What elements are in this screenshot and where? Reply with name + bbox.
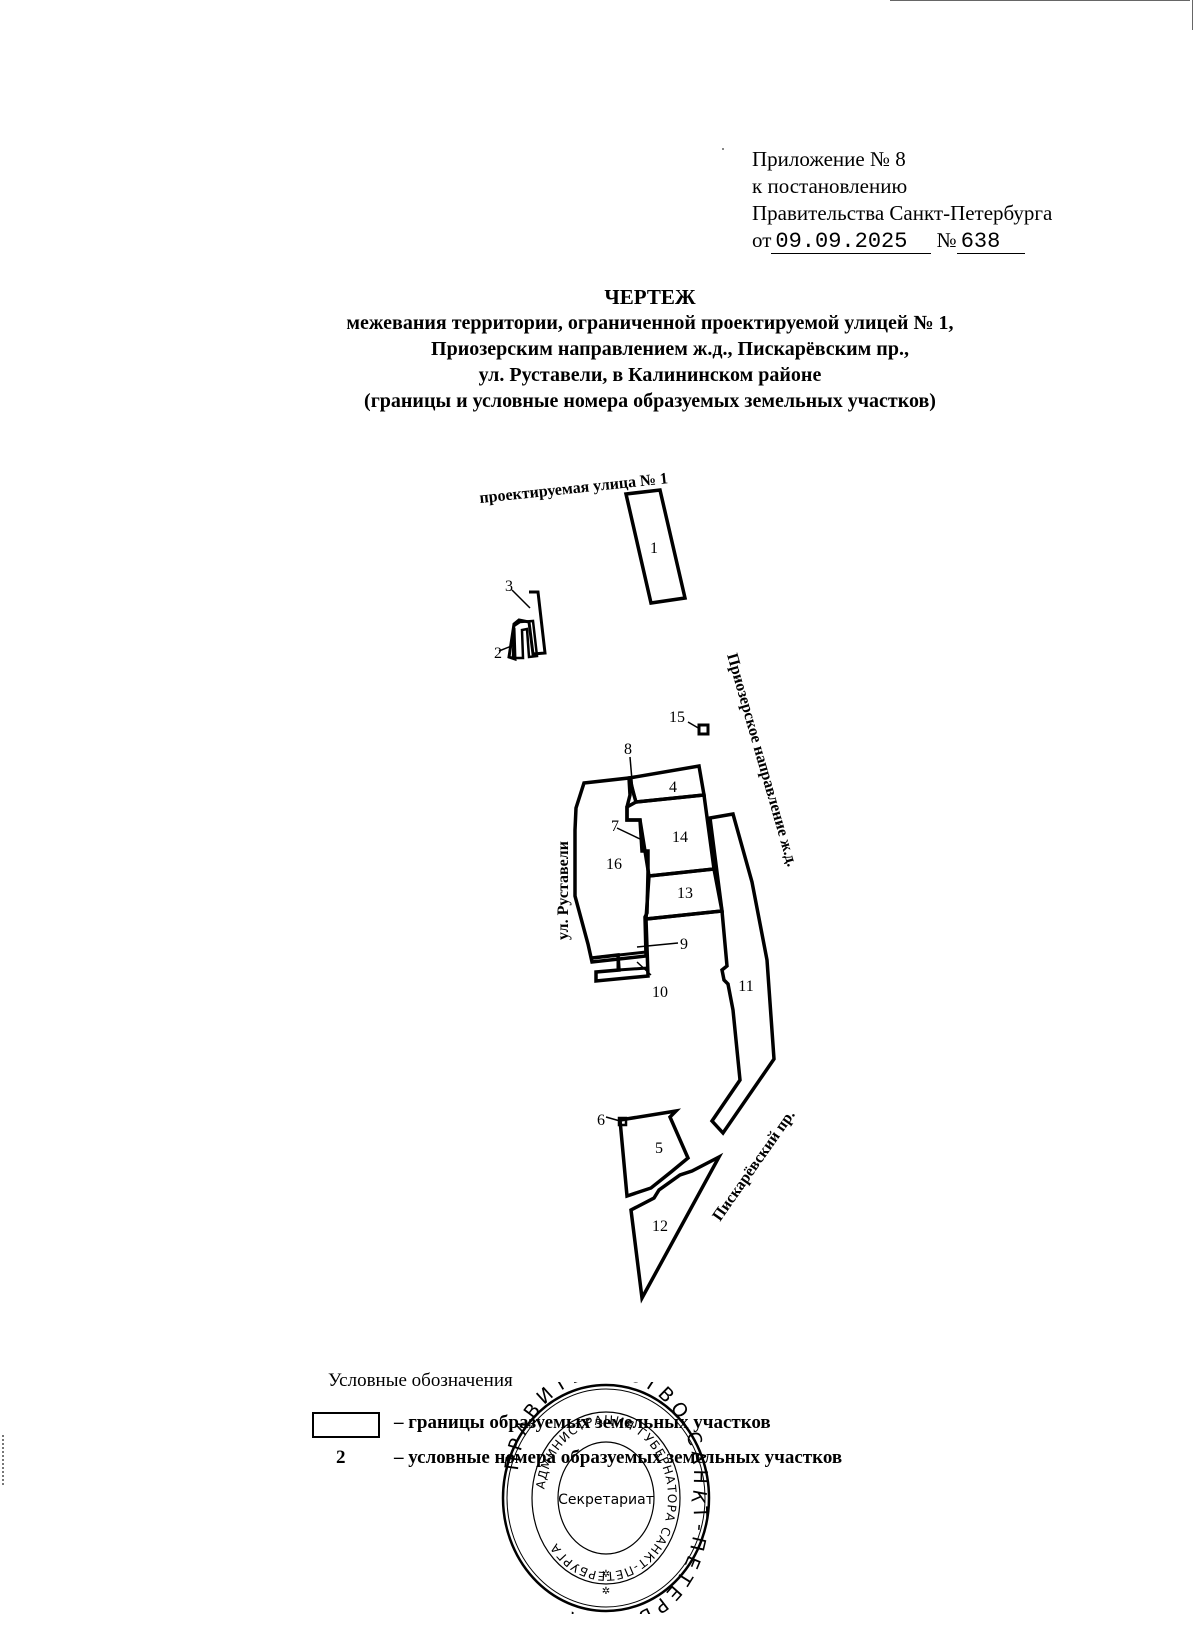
date-field: 09.09.2025 <box>771 229 932 254</box>
legend-number-desc: – условные номера образуемых земельных у… <box>394 1447 843 1468</box>
official-seal-stamp: ПРАВИТЕЛЬСТВО САНКТ-ПЕТЕРБУРГА АДМИНИСТР… <box>501 1382 711 1614</box>
parcel-9-divider <box>591 950 647 960</box>
parcel-label-2: 2 <box>494 645 502 662</box>
scan-dot <box>722 148 724 150</box>
appendix-to-resolution: к постановлению <box>752 174 908 198</box>
parcel-label-15: 15 <box>669 709 685 726</box>
parcel-label-11: 11 <box>738 978 753 995</box>
boundary-symbol-icon <box>312 1412 380 1438</box>
parcel-5-boundary <box>618 1108 691 1199</box>
parcel-label-14: 14 <box>672 829 688 846</box>
parcel-6-boundary <box>617 1116 628 1127</box>
label-piskarevsky: Пискарёвский пр. <box>709 1107 798 1224</box>
title-line-2: Приозерским направлением ж.д., Пискарёвс… <box>431 338 909 360</box>
stamp-star-icon-2: ✲ <box>602 1586 610 1597</box>
leader-8 <box>629 756 634 793</box>
parcel-12-boundary <box>629 1152 724 1304</box>
page-frame-right-border <box>1192 0 1194 30</box>
number-prefix: № <box>936 228 957 252</box>
label-railway: Приозерское направление ж.д. <box>723 651 800 868</box>
legend-number-sample: 2 <box>336 1447 346 1468</box>
parcel-label-16: 16 <box>606 856 622 873</box>
parcel-label-9: 9 <box>680 936 688 953</box>
stamp-star-icon: ✲ <box>602 1569 610 1580</box>
parcel-label-1: 1 <box>650 540 658 557</box>
parcel-10-boundary <box>616 955 649 972</box>
parcel-14-boundary <box>625 793 716 878</box>
appendix-government: Правительства Санкт-Петербурга <box>752 201 1053 225</box>
leader-2 <box>498 644 515 652</box>
parcel-label-8: 8 <box>624 741 632 758</box>
appendix-number: Приложение № 8 <box>752 147 906 171</box>
leader-7 <box>616 827 641 840</box>
title-line-3: ул. Руставели, в Калининском районе <box>478 364 822 386</box>
parcel-label-10: 10 <box>652 984 668 1001</box>
parcel-2-boundary <box>511 619 539 660</box>
leader-15 <box>687 721 701 730</box>
parcel-label-3: 3 <box>505 578 513 595</box>
stamp-center-text: Секретариат <box>558 1492 654 1508</box>
number-field: 638 <box>956 229 1025 254</box>
date-prefix: от <box>752 228 772 252</box>
leader-10 <box>636 961 652 976</box>
title-heading: ЧЕРТЕЖ <box>604 285 696 309</box>
parcel-15-boundary <box>697 723 710 736</box>
parcel-9-10-boundary <box>591 909 723 983</box>
label-projected-street: проектируемая улица № 1 <box>479 470 669 507</box>
parcel-label-4: 4 <box>669 779 677 796</box>
leader-9 <box>636 942 679 948</box>
title-line-1: межевания территории, ограниченной проек… <box>346 312 954 334</box>
parcel-label-6: 6 <box>597 1112 605 1129</box>
title-line-4: (границы и условные номера образуемых зе… <box>364 390 936 412</box>
label-rustaveli: ул. Руставели <box>555 841 572 940</box>
page-frame-top-border <box>890 0 1190 2</box>
parcel-label-13: 13 <box>677 885 693 902</box>
leader-6 <box>605 1116 621 1122</box>
parcel-label-7: 7 <box>611 818 619 835</box>
leader-3 <box>511 589 531 609</box>
number-value: 638 <box>960 229 1001 254</box>
scan-edge-mark <box>2 1435 6 1485</box>
date-value: 09.09.2025 <box>775 229 908 254</box>
appendix-header: Приложение № 8 к постановлению Правитель… <box>752 146 1052 254</box>
parcel-label-5: 5 <box>655 1140 663 1157</box>
legend-title: Условные обозначения <box>328 1370 513 1391</box>
parcel-1-boundary <box>623 488 688 605</box>
parcel-label-12: 12 <box>652 1218 668 1235</box>
parcel-11-boundary <box>708 812 776 1136</box>
document-title: ЧЕРТЕЖ межевания территории, ограниченно… <box>280 284 1020 414</box>
